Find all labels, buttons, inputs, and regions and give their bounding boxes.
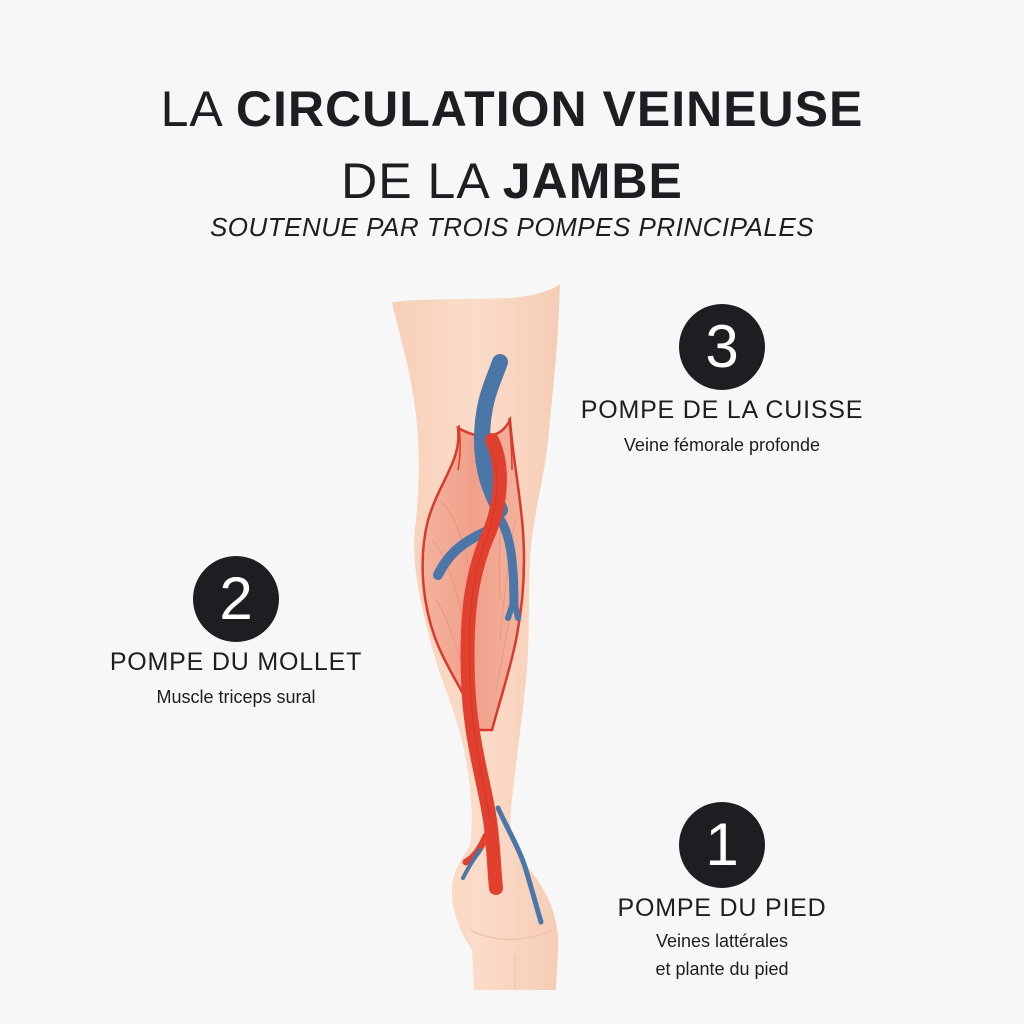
pump-foot: 1 POMPE DU PIED Veines lattérales et pla…	[552, 802, 892, 983]
pump-description: Veine fémorale profonde	[623, 435, 821, 455]
artery-highlight	[468, 449, 498, 821]
muscle-line-left	[457, 424, 461, 471]
title-bold-part: CIRCULATION VEINEUSE	[235, 81, 864, 137]
vein-branch-left	[433, 527, 490, 580]
pump-title: POMPE DU PIED	[617, 894, 827, 922]
muscle-line-right	[508, 417, 513, 471]
title-bold-part: JAMBE	[502, 153, 683, 209]
number-badge-2: 2	[193, 556, 279, 642]
pump-calf: 2 POMPE DU MOLLET Muscle triceps sural	[66, 556, 406, 711]
lower-vein-right	[495, 805, 544, 925]
number-badge-3: 3	[679, 304, 765, 390]
page-title-line-1: LA CIRCULATION VEINEUSE	[0, 84, 1024, 134]
pump-title: POMPE DE LA CUISSE	[580, 396, 864, 424]
title-light-part: DE LA	[341, 153, 503, 209]
lower-vein-left	[461, 848, 482, 880]
title-light-part: LA	[160, 81, 236, 137]
page-subtitle: SOUTENUE PAR TROIS POMPES PRINCIPALES	[209, 212, 815, 242]
upper-vein	[473, 354, 508, 518]
pump-description: Muscle triceps sural	[156, 687, 316, 707]
page-title-line-2: DE LA JAMBE	[0, 156, 1024, 206]
pump-description: Veines lattérales et plante du pied	[655, 931, 789, 979]
number-badge-1: 1	[679, 802, 765, 888]
pump-thigh: 3 POMPE DE LA CUISSE Veine fémorale prof…	[552, 304, 892, 459]
pump-title: POMPE DU MOLLET	[109, 648, 363, 676]
main-artery	[460, 433, 507, 895]
vein-branch-right-fork-b	[511, 597, 521, 621]
heel-crease	[469, 929, 553, 941]
